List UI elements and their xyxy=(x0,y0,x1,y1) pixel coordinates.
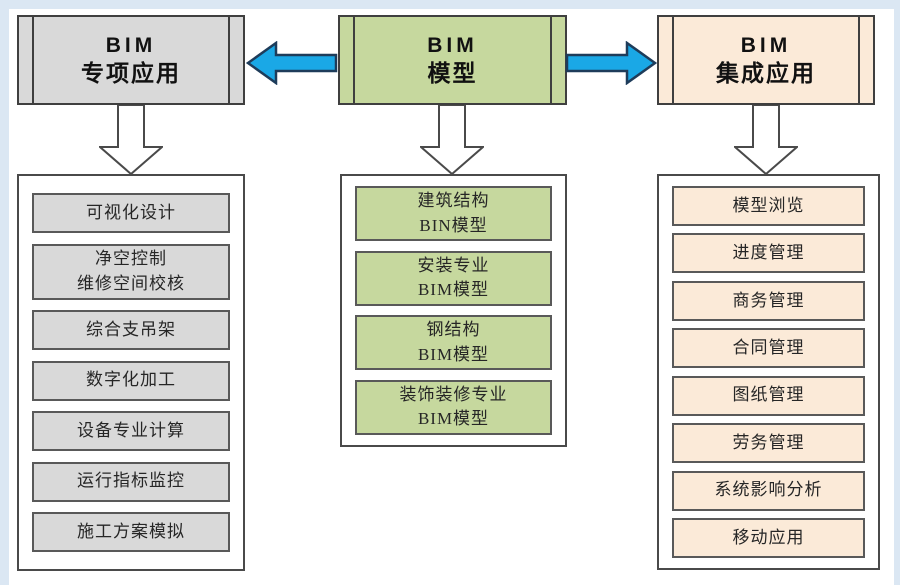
block-arrow-left-icon xyxy=(246,41,338,85)
list-item: 钢结构 BIM模型 xyxy=(355,315,552,371)
list-bim-model: 建筑结构 BIN模型 安装专业 BIM模型 钢结构 BIM模型 装饰装修专业 B… xyxy=(340,174,567,447)
header-label-line2: 模型 xyxy=(427,59,478,86)
item-label: 合同管理 xyxy=(732,337,805,357)
item-label: 移动应用 xyxy=(732,527,805,547)
header-label-line2: 集成应用 xyxy=(716,59,816,86)
list-item: 数字化加工 xyxy=(32,360,230,401)
block-arrow-down-icon xyxy=(734,105,798,175)
list-item: 施工方案模拟 xyxy=(32,512,230,552)
list-item: 合同管理 xyxy=(672,328,865,369)
list-item: 劳务管理 xyxy=(672,423,865,464)
header-bim-special: BIM 专项应用 xyxy=(17,15,245,105)
item-label: 可视化设计 xyxy=(86,202,176,222)
item-label: 施工方案模拟 xyxy=(77,521,185,541)
item-label: 建筑结构 xyxy=(417,190,490,210)
item-label: 装饰装修专业 xyxy=(399,384,508,404)
item-label: 图纸管理 xyxy=(732,385,805,405)
item-label: 系统影响分析 xyxy=(714,480,823,500)
list-item: 装饰装修专业 BIM模型 xyxy=(355,379,552,435)
item-label: 设备专业计算 xyxy=(77,420,185,440)
header-label-line2: 专项应用 xyxy=(81,59,181,86)
list-item: 设备专业计算 xyxy=(32,411,230,451)
header-bim-model: BIM 模型 xyxy=(338,15,567,105)
header-bim-integrated: BIM 集成应用 xyxy=(657,15,875,105)
list-item: 建筑结构 BIN模型 xyxy=(355,186,552,241)
item-label: 数字化加工 xyxy=(86,370,176,390)
item-label: BIM模型 xyxy=(417,344,490,364)
item-label: BIM模型 xyxy=(417,280,490,300)
list-item: 可视化设计 xyxy=(32,193,230,233)
item-label: 安装专业 xyxy=(417,255,490,275)
item-label: BIN模型 xyxy=(419,215,488,235)
list-item: 综合支吊架 xyxy=(32,310,230,350)
list-item: 运行指标监控 xyxy=(32,461,230,502)
list-item: 模型浏览 xyxy=(672,186,865,226)
item-label: 钢结构 xyxy=(426,320,481,340)
item-label: 进度管理 xyxy=(732,243,805,263)
header-label-line1: BIM xyxy=(740,33,792,57)
list-item: 安装专业 BIM模型 xyxy=(355,250,552,306)
list-item: 图纸管理 xyxy=(672,375,865,416)
item-label: 模型浏览 xyxy=(732,195,805,215)
item-label: 运行指标监控 xyxy=(77,471,185,491)
item-label: 维修空间校核 xyxy=(77,273,185,293)
list-item: 商务管理 xyxy=(672,280,865,321)
item-label: 劳务管理 xyxy=(732,432,805,452)
list-item: 移动应用 xyxy=(672,517,865,558)
list-item: 进度管理 xyxy=(672,233,865,274)
block-arrow-down-icon xyxy=(420,105,484,175)
header-label-line1: BIM xyxy=(427,33,478,57)
list-bim-special: 可视化设计 净空控制 维修空间校核 综合支吊架 数字化加工 设备专业计算 运行指… xyxy=(17,174,245,571)
block-arrow-right-icon xyxy=(565,41,657,85)
block-arrow-down-icon xyxy=(99,105,163,175)
item-label: 净空控制 xyxy=(95,248,167,268)
item-label: 商务管理 xyxy=(732,290,805,310)
header-label-line1: BIM xyxy=(105,33,157,57)
item-label: BIM模型 xyxy=(417,409,490,429)
list-bim-integrated: 模型浏览 进度管理 商务管理 合同管理 图纸管理 劳务管理 系统影响分析 移动应… xyxy=(657,174,880,570)
list-item: 系统影响分析 xyxy=(672,470,865,511)
list-item: 净空控制 维修空间校核 xyxy=(32,243,230,300)
item-label: 综合支吊架 xyxy=(86,319,176,339)
